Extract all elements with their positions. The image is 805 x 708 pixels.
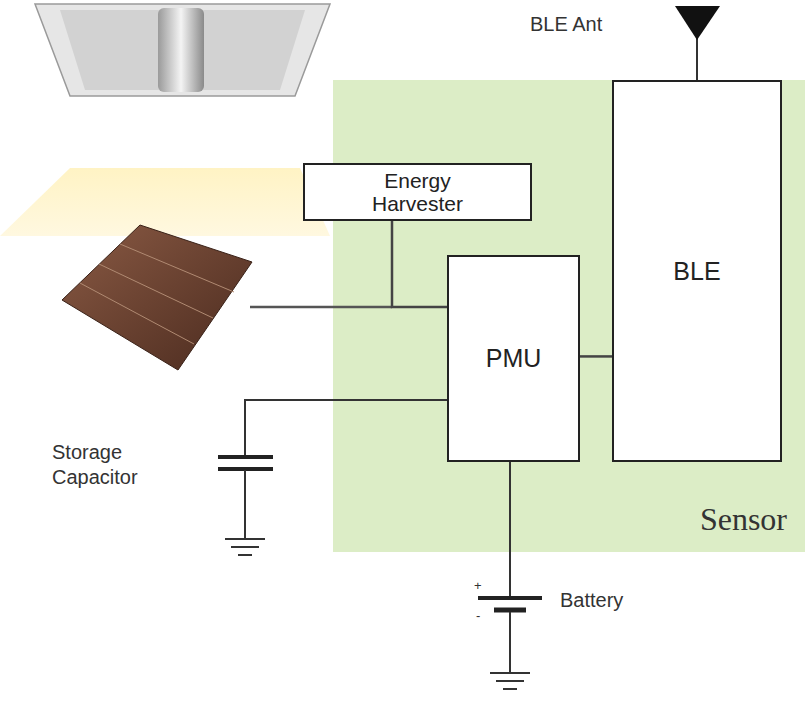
box-label: BLE <box>673 257 720 286</box>
ground-symbol <box>231 546 259 548</box>
lamp-fixture <box>35 4 330 96</box>
process-box: Energy Harvester <box>303 163 532 221</box>
battery-plate <box>478 596 542 600</box>
process-box: PMU <box>447 255 580 462</box>
sensor-band: Sensor Energy HarvesterPMU BLE <box>333 80 805 552</box>
box-label: PMU <box>486 344 542 373</box>
ground-symbol <box>225 538 265 540</box>
solar-panel <box>62 225 252 370</box>
ground-symbol <box>238 554 252 556</box>
connector <box>392 221 447 307</box>
panel-cell-line <box>120 244 234 292</box>
panel-wire <box>250 306 392 309</box>
lamp-tube <box>158 8 204 92</box>
polarity-mark: + <box>474 578 482 593</box>
box-label: Energy Harvester <box>353 169 483 215</box>
polarity-mark: - <box>476 608 480 623</box>
panel-cell-line <box>99 264 213 318</box>
panel-cell-line <box>80 283 194 344</box>
ground-symbol <box>503 688 517 690</box>
battery-wire <box>509 612 511 672</box>
connector-line <box>392 221 447 307</box>
process-box: BLE <box>612 80 782 462</box>
capacitor-plate <box>218 455 273 459</box>
battery-wire <box>509 462 511 597</box>
battery-plate <box>494 608 526 613</box>
ground-symbol <box>496 680 524 682</box>
capacitor-wire <box>244 470 246 538</box>
antenna-symbol <box>675 6 720 40</box>
light-beam <box>0 168 330 236</box>
component-label: Storage Capacitor <box>52 440 192 490</box>
antenna-label: BLE Ant <box>530 12 602 37</box>
ground-symbol <box>490 672 530 674</box>
sensor-region <box>333 80 805 552</box>
component-label: Battery <box>560 588 623 613</box>
region-title: Sensor <box>700 501 787 538</box>
connector <box>580 356 612 357</box>
connector-line <box>580 355 612 358</box>
capacitor-wire <box>245 400 447 456</box>
